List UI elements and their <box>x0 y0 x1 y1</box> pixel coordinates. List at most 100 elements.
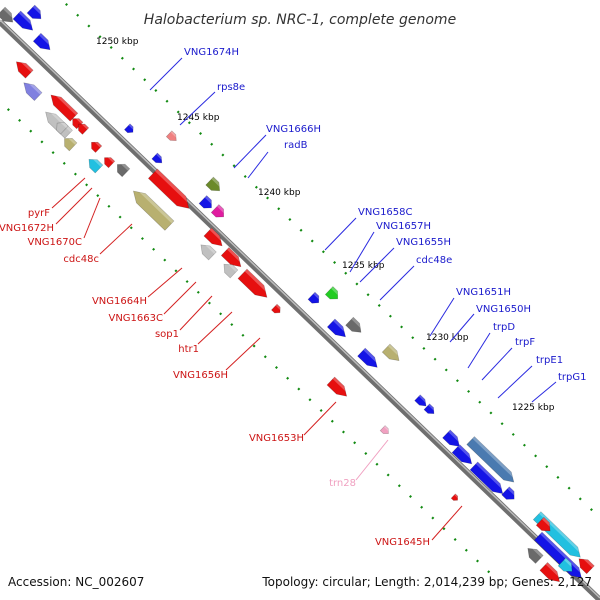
gene-feature[interactable] <box>147 168 190 209</box>
gene-feature[interactable] <box>15 61 34 79</box>
gene-feature[interactable] <box>326 376 348 397</box>
gene-feature[interactable] <box>203 227 223 247</box>
gene-feature[interactable] <box>165 130 177 141</box>
tick-dot <box>375 462 379 466</box>
gene-label-vng1657h[interactable]: VNG1657H <box>376 221 431 232</box>
gene-feature[interactable] <box>345 316 362 333</box>
gene-label-htr1[interactable]: htr1 <box>178 344 199 355</box>
gene-feature[interactable] <box>151 152 163 164</box>
gene-feature-highlight <box>68 138 77 145</box>
gene-feature[interactable] <box>117 163 131 178</box>
tick-dot <box>545 465 549 469</box>
gene-feature[interactable] <box>91 141 103 153</box>
tick-dot <box>433 357 437 361</box>
gene-feature[interactable] <box>205 176 221 192</box>
gene-label-vng1658c[interactable]: VNG1658C <box>358 207 413 218</box>
tick-dot <box>51 151 55 155</box>
gene-feature[interactable] <box>72 118 84 130</box>
gene-label-trn28[interactable]: trn28 <box>329 478 356 489</box>
gene-feature[interactable] <box>88 159 104 174</box>
gene-feature[interactable] <box>26 4 42 20</box>
gene-feature[interactable] <box>501 486 515 500</box>
gene-feature[interactable] <box>466 436 515 483</box>
gene-feature[interactable] <box>357 347 378 368</box>
gene-feature[interactable] <box>381 343 400 361</box>
gene-label-vng1664h[interactable]: VNG1664H <box>92 296 147 307</box>
gene-label-vng1656h[interactable]: VNG1656H <box>173 370 228 381</box>
gene-feature-highlight <box>216 204 224 213</box>
tick-dot <box>199 132 203 135</box>
gene-label-trpg1[interactable]: trpG1 <box>558 372 587 383</box>
tick-dot <box>118 215 122 219</box>
gene-label-trpd[interactable]: trpD <box>493 322 515 333</box>
gene-feature[interactable] <box>324 286 339 300</box>
gene-label-sop1[interactable]: sop1 <box>155 329 179 340</box>
gene-feature[interactable] <box>535 516 551 532</box>
gene-feature[interactable] <box>557 557 573 572</box>
gene-feature[interactable] <box>527 548 544 564</box>
gene-label-vng1645h[interactable]: VNG1645H <box>375 537 430 548</box>
gene-feature[interactable] <box>0 6 14 23</box>
tick-dot <box>254 185 258 189</box>
gene-label-trpe1[interactable]: trpE1 <box>536 355 563 366</box>
gene-feature[interactable] <box>223 263 239 279</box>
gene-label-vng1650h[interactable]: VNG1650H <box>476 304 531 315</box>
tick-dot <box>299 228 303 232</box>
gene-label-cdc48e[interactable]: cdc48e <box>416 255 452 266</box>
gene-feature[interactable] <box>104 157 116 169</box>
gene-label-vng1663c[interactable]: VNG1663C <box>108 313 163 324</box>
gene-feature-highlight <box>332 377 346 392</box>
gene-feature-highlight <box>457 444 471 459</box>
gene-label-rps8e[interactable]: rps8e <box>217 82 245 93</box>
gene-label-vng1670c[interactable]: VNG1670C <box>27 237 82 248</box>
gene-label-radb[interactable]: radB <box>284 140 308 151</box>
gene-label-vng1666h[interactable]: VNG1666H <box>266 124 321 135</box>
gene-label-vng1653h[interactable]: VNG1653H <box>249 433 304 444</box>
gene-feature[interactable] <box>307 291 320 304</box>
gene-feature[interactable] <box>539 562 560 583</box>
gene-feature-highlight <box>155 168 188 203</box>
gene-label-vng1651h[interactable]: VNG1651H <box>456 287 511 298</box>
gene-label-vng1672h[interactable]: VNG1672H <box>0 223 54 234</box>
gene-feature[interactable] <box>210 204 225 218</box>
gene-feature[interactable] <box>578 558 595 575</box>
tick-dot <box>319 409 323 413</box>
gene-feature[interactable] <box>442 429 460 447</box>
gene-feature[interactable] <box>237 268 268 298</box>
gene-feature[interactable] <box>64 138 78 152</box>
gene-feature[interactable] <box>56 122 69 135</box>
gene-feature[interactable] <box>78 123 90 135</box>
gene-feature[interactable] <box>12 10 34 31</box>
tick-dot <box>578 497 582 501</box>
tick-dot <box>274 366 278 370</box>
gene-feature[interactable] <box>271 303 281 314</box>
gene-label-cdc48c[interactable]: cdc48c <box>63 254 99 265</box>
gene-feature[interactable] <box>469 461 504 495</box>
gene-label-trpf[interactable]: trpF <box>515 337 535 348</box>
gene-feature-highlight <box>211 177 220 187</box>
gene-feature[interactable] <box>379 425 389 434</box>
tick-dot <box>386 473 390 477</box>
gene-feature[interactable] <box>50 94 79 122</box>
gene-feature[interactable] <box>32 32 51 51</box>
gene-feature-highlight <box>21 62 34 73</box>
gene-feature[interactable] <box>23 82 43 102</box>
gene-feature[interactable] <box>414 394 427 407</box>
gene-label-vng1674h[interactable]: VNG1674H <box>184 47 239 58</box>
gene-feature[interactable] <box>198 195 212 209</box>
gene-feature[interactable] <box>132 190 175 231</box>
gene-feature[interactable] <box>326 318 346 338</box>
tick-dot <box>232 164 236 168</box>
gene-feature[interactable] <box>423 403 435 414</box>
label-leaders <box>51 57 557 541</box>
gene-label-pyrf[interactable]: pyrF <box>28 208 50 219</box>
gene-feature-highlight <box>94 142 102 148</box>
gene-feature[interactable] <box>200 244 217 261</box>
tick-dot <box>487 570 491 574</box>
gene-feature[interactable] <box>451 444 473 465</box>
gene-label-vng1655h[interactable]: VNG1655H <box>396 237 451 248</box>
gene-feature[interactable] <box>450 493 459 501</box>
gene-feature[interactable] <box>220 247 242 268</box>
gene-feature[interactable] <box>124 123 134 134</box>
tick-dot <box>241 333 245 337</box>
